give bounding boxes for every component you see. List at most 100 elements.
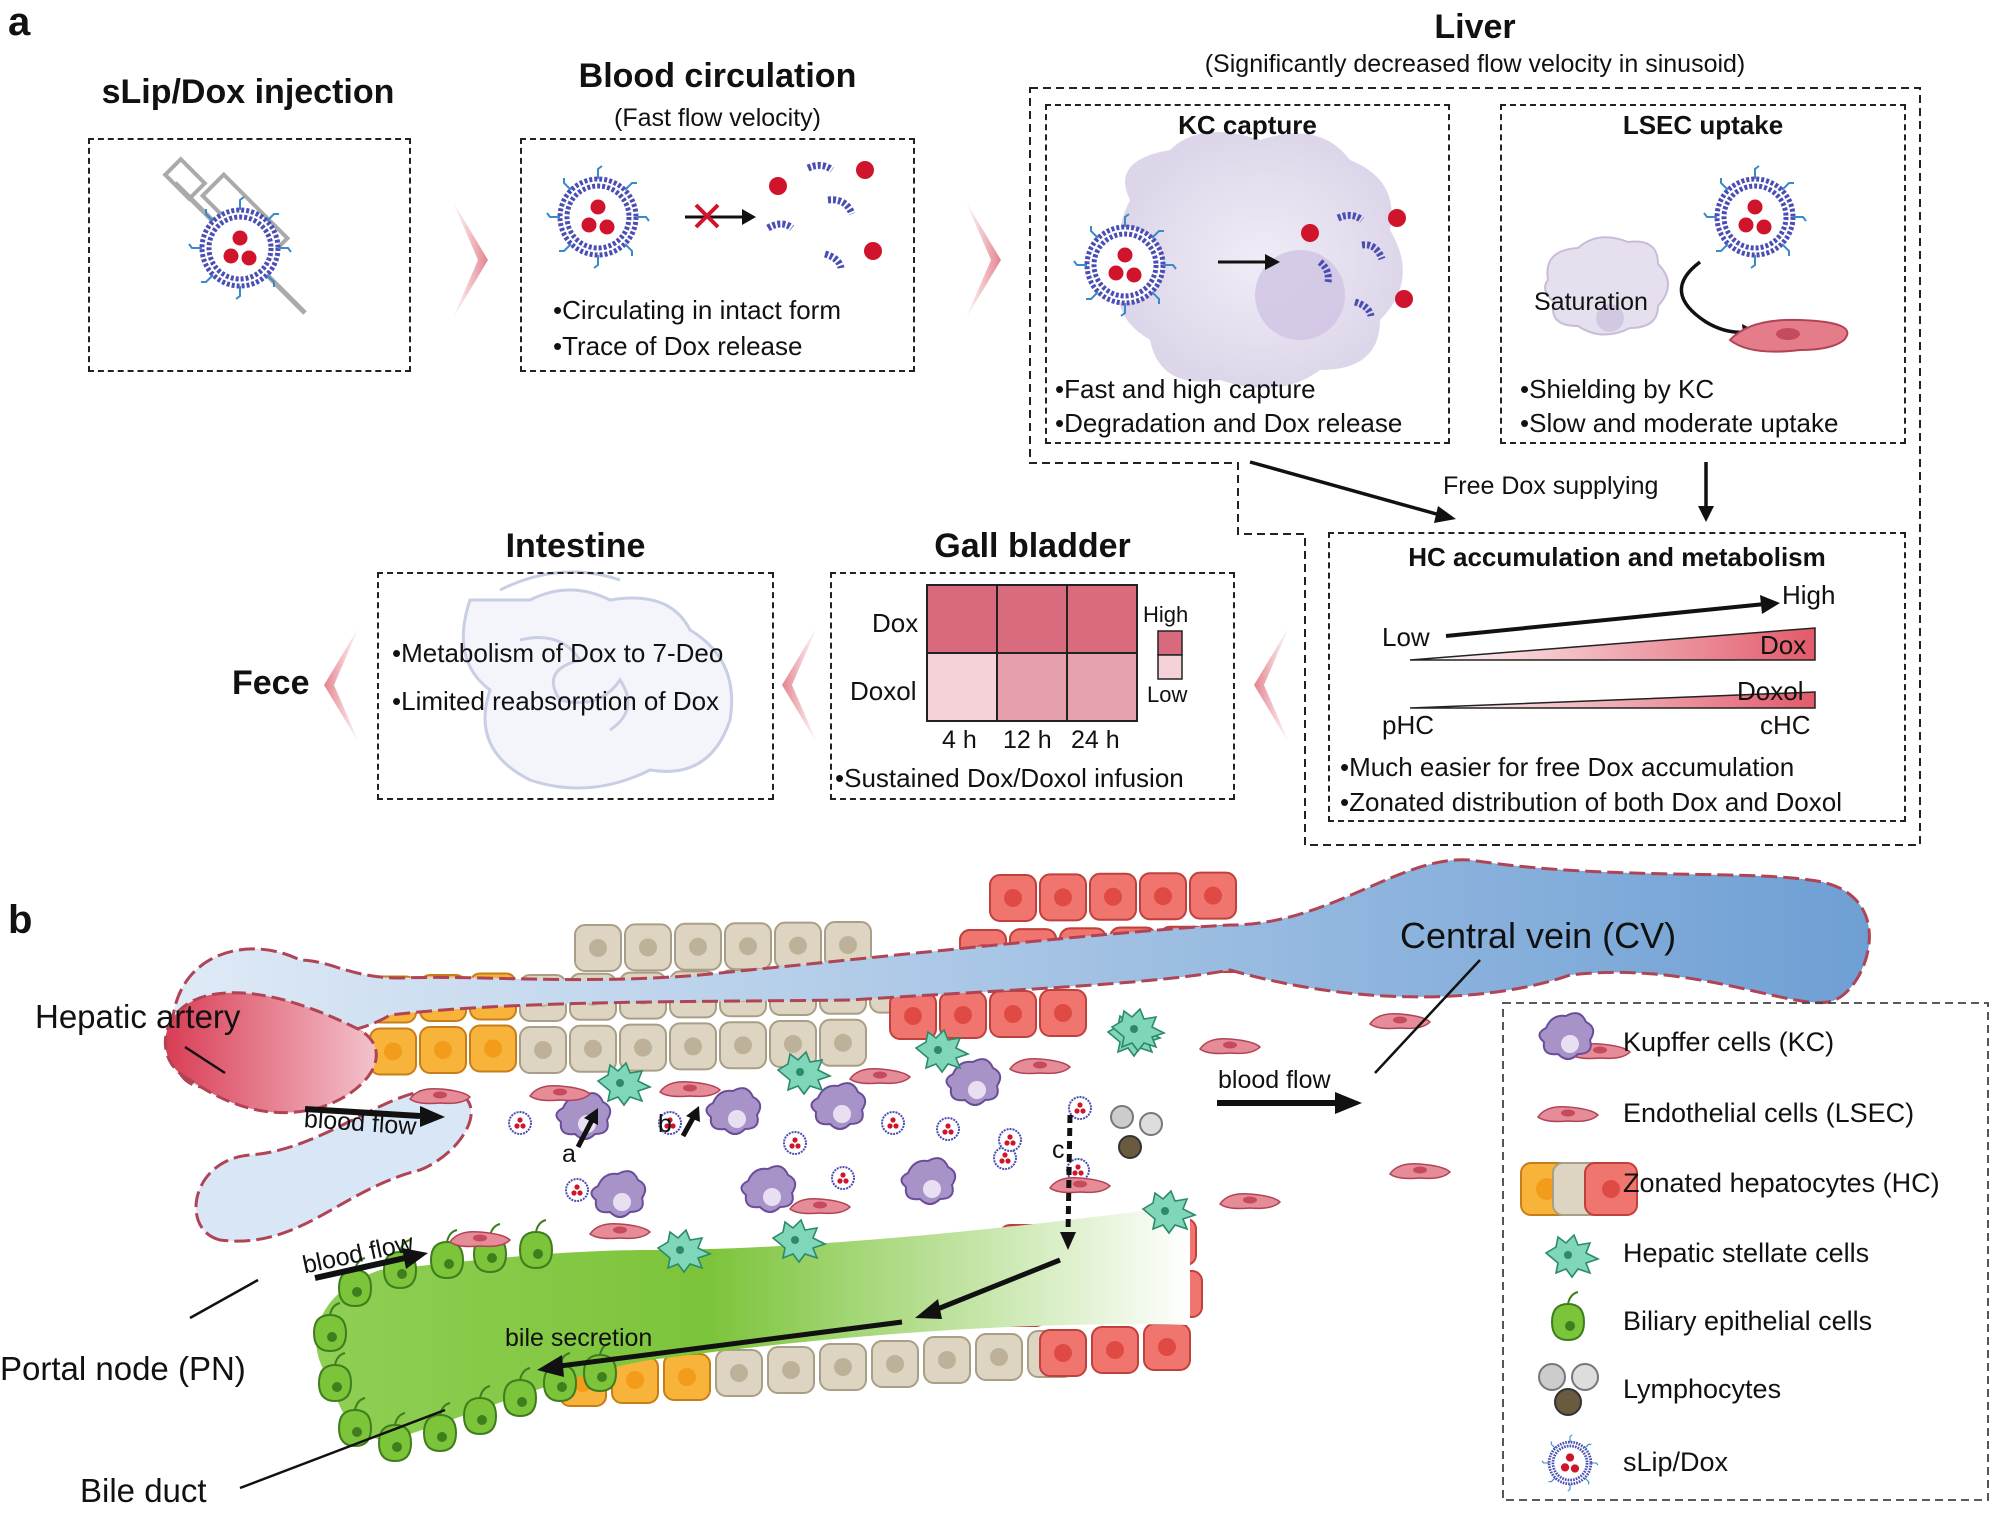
gall-box xyxy=(830,572,1235,800)
free-dox-label: Free Dox supplying xyxy=(1443,472,1659,500)
heatmap-cell xyxy=(1066,652,1138,722)
intestine-bullet-1: Metabolism of Dox to 7-Deo xyxy=(392,638,723,669)
hepatocyte-cell xyxy=(419,1026,467,1074)
vessel-cells xyxy=(409,1008,1631,1273)
liver-subtitle: (Significantly decreased flow velocity i… xyxy=(1204,50,1746,78)
kc-to-hc-arrow xyxy=(1249,460,1456,523)
hc-phc-label: pHC xyxy=(1382,710,1435,740)
mini-liposome xyxy=(783,1131,807,1155)
kc-bullet-2: Degradation and Dox release xyxy=(1055,408,1402,439)
path-c-arrow xyxy=(1060,1114,1076,1250)
endothelial-cell xyxy=(1009,1057,1071,1075)
legend-lymphocyte: Lymphocytes xyxy=(1623,1374,1782,1404)
arrow-chevron-5 xyxy=(324,625,360,745)
arrow-chevron-3 xyxy=(1254,625,1290,745)
lsec-title: LSEC uptake xyxy=(1622,110,1784,140)
endothelial-cell xyxy=(1199,1037,1261,1055)
hepatocyte-cell xyxy=(989,874,1037,922)
legend-biliary-icon xyxy=(1551,1291,1585,1341)
hepatocyte-cell xyxy=(767,1346,815,1394)
sinusoid-vessel xyxy=(170,858,1871,1090)
hc-bullet-1: Much easier for free Dox accumulation xyxy=(1340,752,1794,783)
hepatocyte-cell xyxy=(819,1018,867,1067)
gall-col-24h: 24 h xyxy=(1071,726,1120,754)
hc-low-label: Low xyxy=(1382,622,1430,652)
mini-liposome xyxy=(565,1178,589,1202)
blood-subtitle: (Fast flow velocity) xyxy=(614,104,821,132)
heatmap-cell xyxy=(926,584,998,654)
endothelial-cell xyxy=(1389,1162,1451,1180)
central-vein-label: Central vein (CV) xyxy=(1400,915,1677,956)
legend-lymphocyte-icon xyxy=(1538,1363,1599,1416)
hepatocyte-cell xyxy=(719,1021,767,1070)
saturated-kc-icon xyxy=(1544,236,1669,336)
hepatic-artery-label: Hepatic artery xyxy=(35,998,241,1035)
lsec-bullet-1: Shielding by KC xyxy=(1520,374,1714,405)
endothelial-cell xyxy=(849,1067,911,1085)
hepatocyte-cell xyxy=(724,922,772,971)
endothelial-cell xyxy=(409,1087,471,1105)
path-a-label: a xyxy=(562,1140,576,1168)
hepatocyte-cell xyxy=(1039,1329,1087,1377)
portal-flow-arrow xyxy=(314,1248,428,1281)
legend-slip-dox: sLip/Dox xyxy=(1623,1447,1729,1477)
kupffer-cell xyxy=(705,1087,762,1135)
mini-liposome xyxy=(881,1111,905,1135)
bile-flow-arrow-1 xyxy=(915,1257,1061,1319)
hepatocyte-cell xyxy=(715,1349,763,1397)
mini-liposome xyxy=(508,1111,532,1135)
liver-title: Liver xyxy=(1434,8,1516,46)
intestine-title: Intestine xyxy=(505,527,646,565)
legend-hc: Zonated hepatocytes (HC) xyxy=(1623,1168,1940,1198)
mini-liposome xyxy=(936,1117,960,1141)
endothelial-cell xyxy=(529,1084,591,1102)
hepatocyte-cell xyxy=(674,922,722,971)
arrow-chevron-1 xyxy=(452,200,488,320)
cv-flow-label: blood flow xyxy=(1218,1066,1331,1094)
blocked-arrow-icon xyxy=(685,203,756,229)
hepatocyte-cell xyxy=(871,1340,919,1388)
gall-row-doxol: Doxol xyxy=(850,676,917,706)
legend-lsec-icon xyxy=(1537,1105,1599,1123)
lymphocytes xyxy=(1110,1105,1163,1159)
heatmap-cell xyxy=(1066,584,1138,654)
legend-lsec: Endothelial cells (LSEC) xyxy=(1623,1098,1915,1128)
blood-bullet-2: Trace of Dox release xyxy=(553,331,802,362)
cv-flow-arrow xyxy=(1217,1092,1362,1114)
hepatocyte-cell xyxy=(774,921,822,970)
gall-scale-high: High xyxy=(1143,602,1189,627)
hc-chc-label: cHC xyxy=(1760,710,1811,740)
lsec-box xyxy=(1500,104,1906,444)
free-dox-arrow xyxy=(1698,462,1714,522)
arrow-chevron-2 xyxy=(965,200,1001,320)
blood-box xyxy=(520,138,915,372)
hepatocyte-cell xyxy=(669,1022,717,1071)
shield-arrow-icon xyxy=(1679,260,1747,335)
gall-bullet: Sustained Dox/Doxol infusion xyxy=(835,763,1184,794)
hepatocyte-cell xyxy=(889,992,937,1040)
arrow-chevron-4 xyxy=(782,625,818,745)
hepatocyte-cell xyxy=(975,1333,1023,1381)
legend-kc: Kupffer cells (KC) xyxy=(1623,1027,1835,1057)
hepatic-artery-leader xyxy=(184,1045,226,1075)
kc-title: KC capture xyxy=(1178,110,1317,140)
hepatocyte-cell xyxy=(663,1353,711,1401)
endothelial-cell xyxy=(789,1197,851,1215)
hepatocyte-cell xyxy=(923,1336,971,1384)
released-dox-fragments-icon xyxy=(766,161,882,269)
central-vein-leader xyxy=(1374,959,1481,1074)
biliary-cell xyxy=(519,1219,553,1269)
heatmap-scale-bar xyxy=(1157,630,1183,680)
saturation-label: Saturation xyxy=(1534,288,1648,316)
legend-hsc: Hepatic stellate cells xyxy=(1623,1238,1870,1268)
hepatocyte-cell xyxy=(1039,989,1087,1037)
capture-arrow-icon xyxy=(1218,254,1280,270)
intestine-bullet-2: Limited reabsorption of Dox xyxy=(392,686,719,717)
kc-dox-release-icon xyxy=(1301,209,1413,317)
fece-label: Fece xyxy=(232,664,310,702)
injection-title: sLip/Dox injection xyxy=(101,73,395,111)
hc-zonation-graphic xyxy=(1409,595,1816,709)
kc-bullet-1: Fast and high capture xyxy=(1055,374,1316,405)
bile-secretion-label: bile secretion xyxy=(505,1324,653,1352)
hepatocyte-cell xyxy=(1089,872,1137,921)
